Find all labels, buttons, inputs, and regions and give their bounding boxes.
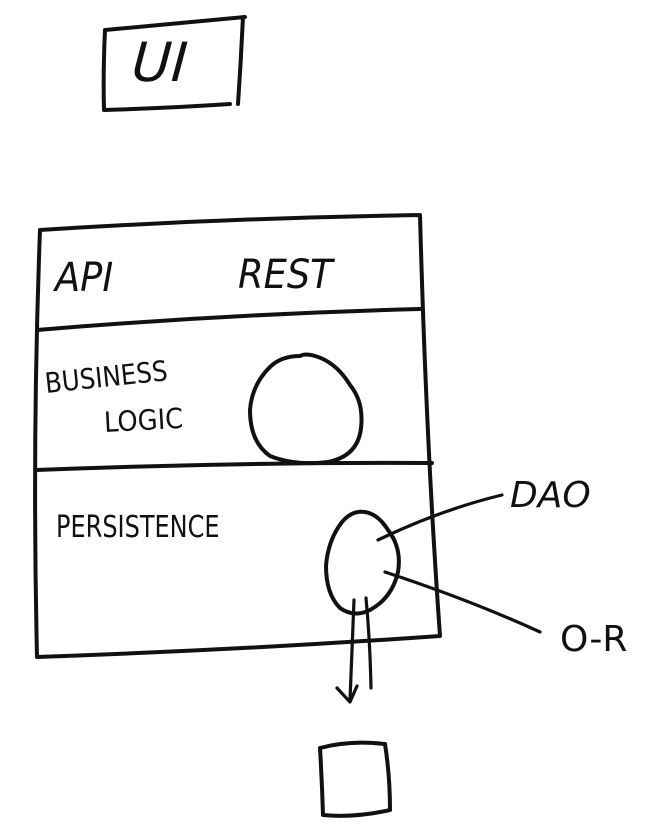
business-logic-blob	[248, 352, 364, 466]
divider-business-persistence	[34, 460, 434, 472]
ui-box	[101, 15, 247, 112]
api-layer-label: API	[55, 255, 114, 301]
db-arrow-shaft-right	[364, 596, 373, 690]
divider-api-business	[35, 307, 422, 332]
persistence-layer-label: PERSISTENCE	[56, 510, 220, 545]
or-pointer-line	[383, 570, 542, 634]
database-cylinder-icon	[318, 740, 392, 818]
db-arrow-head	[335, 684, 359, 704]
dao-pointer-line	[376, 493, 504, 542]
rest-label: REST	[238, 252, 333, 298]
business-layer-label-line2: LOGIC	[103, 401, 184, 439]
or-callout-label: O-R	[560, 619, 628, 660]
db-arrow-shaft-left	[348, 598, 356, 702]
ui-label: UI	[129, 31, 190, 94]
dao-blob	[324, 509, 401, 616]
layer-stack-outline	[33, 213, 442, 659]
dao-callout-label: DAO	[510, 475, 591, 516]
